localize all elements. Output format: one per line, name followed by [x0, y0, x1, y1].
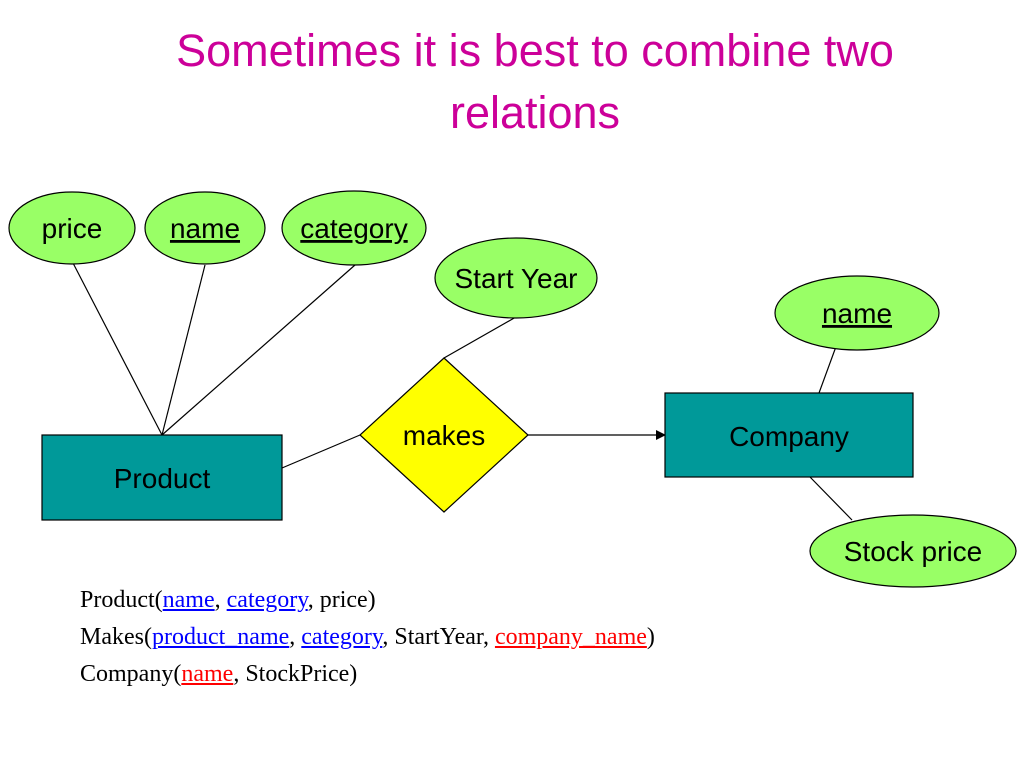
schema-makes-sep-1: , — [289, 624, 302, 650]
schema-company: Company(name, StockPrice) — [80, 656, 655, 693]
entity-product-label: Product — [114, 463, 211, 494]
schema-product-prefix: Product( — [80, 587, 163, 613]
slide-title-line-1: Sometimes it is best to combine two — [176, 25, 894, 76]
attribute-category: category — [281, 190, 427, 266]
schema-company-prefix: Company( — [80, 661, 182, 687]
attribute-stock-price: Stock price — [809, 514, 1017, 588]
schema-product-key-name: name — [162, 587, 215, 613]
schema-company-rest: , StockPrice) — [233, 661, 358, 687]
schema-makes-suffix: ) — [646, 624, 655, 650]
schema-makes-key-company-name: company_name — [494, 624, 647, 650]
schema-product-key-category: category — [226, 587, 308, 613]
edge-category-product — [161, 264, 356, 436]
attribute-product-name: name — [144, 191, 266, 265]
schema-product-rest: , price) — [307, 587, 376, 613]
schema-product-sep: , — [214, 587, 227, 613]
schema-company-key-name: name — [181, 661, 234, 687]
attribute-company-name: name — [774, 275, 940, 351]
edge-price-product — [72, 262, 163, 436]
schema-makes-prefix: Makes( — [80, 624, 152, 650]
edge-name-product — [161, 264, 206, 436]
edge-company-stockprice — [809, 476, 853, 521]
schema-makes: Makes(product_name, category, StartYear,… — [80, 619, 655, 656]
slide-title-line-2: relations — [449, 87, 621, 138]
schema-product: Product(name, category, price) — [80, 582, 655, 619]
attribute-category-label: category — [300, 213, 407, 244]
schema-makes-key-category: category — [301, 624, 383, 650]
attribute-price-label: price — [42, 213, 103, 244]
entity-product: Product — [41, 434, 283, 521]
entity-company: Company — [664, 392, 914, 478]
entity-company-label: Company — [729, 421, 849, 452]
attribute-company-name-label: name — [822, 298, 892, 329]
edge-startyear-makes — [443, 316, 517, 359]
schema-makes-key-product-name: product_name — [151, 624, 290, 650]
relation-schemas: Product(name, category, price) Makes(pro… — [80, 582, 655, 693]
relationship-makes-label: makes — [403, 420, 485, 451]
edge-product-makes — [281, 434, 361, 469]
attribute-product-name-label: name — [170, 213, 240, 244]
relationship-makes: makes — [359, 357, 529, 513]
attribute-price: price — [8, 191, 136, 265]
attribute-stock-price-label: Stock price — [844, 536, 983, 567]
slide-title: Sometimes it is best to combine two rela… — [40, 20, 1024, 144]
schema-makes-sep-2: , StartYear, — [382, 624, 495, 650]
attribute-start-year-label: Start Year — [455, 263, 578, 294]
attribute-start-year: Start Year — [434, 237, 598, 319]
